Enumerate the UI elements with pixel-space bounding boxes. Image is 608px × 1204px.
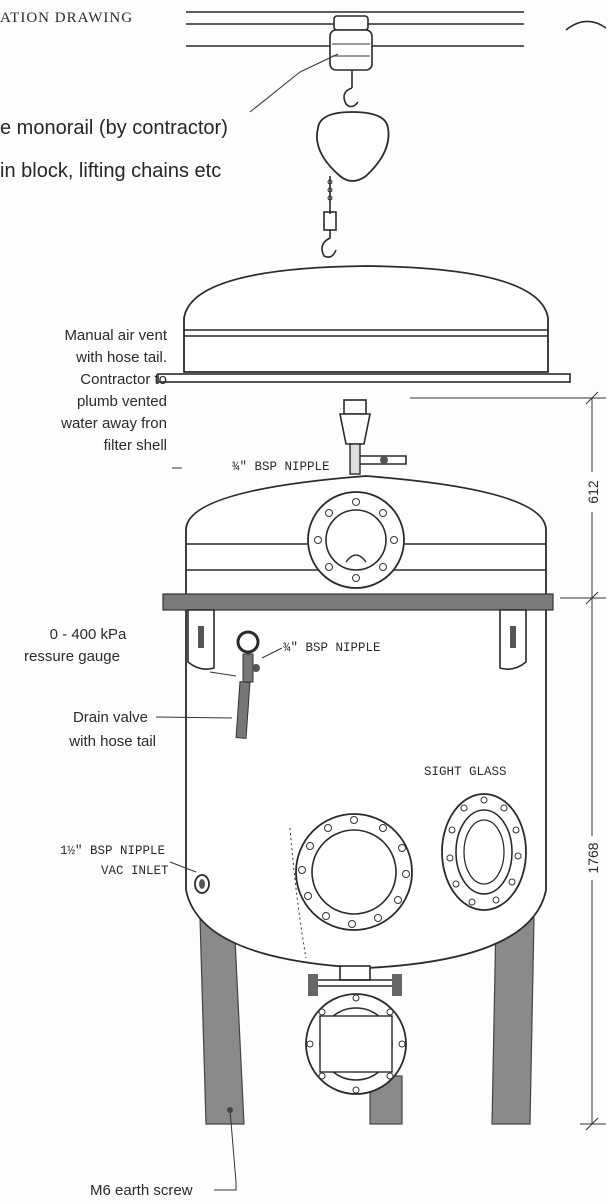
svg-text:Drain valve: Drain valve xyxy=(73,709,148,726)
svg-text:plumb vented: plumb vented xyxy=(77,393,167,410)
chain-block xyxy=(316,111,390,182)
dim-612: 612 xyxy=(585,480,601,504)
svg-text:Manual air vent: Manual air vent xyxy=(64,327,167,344)
svg-text:0 - 400 kPa: 0 - 400 kPa xyxy=(50,626,127,643)
lower-manway xyxy=(295,813,413,931)
svg-text:with hose tail: with hose tail xyxy=(68,733,156,750)
top-nipple-label: ¾" BSP NIPPLE xyxy=(232,460,330,474)
gauge-note: 0 - 400 kPa ressure gauge xyxy=(24,626,127,665)
svg-text:ressure gauge: ressure gauge xyxy=(24,648,120,665)
earth-screw xyxy=(227,1107,233,1113)
svg-text:filter shell: filter shell xyxy=(104,437,167,454)
lifting-chain xyxy=(321,176,337,258)
vac-note: 1½" BSP NIPPLE VAC INLET xyxy=(60,844,169,878)
svg-text:water away fron: water away fron xyxy=(60,415,167,432)
svg-text:Contractor to: Contractor to xyxy=(80,371,167,388)
earth-screw-label: M6 earth screw xyxy=(90,1182,193,1199)
filter-lid xyxy=(157,265,571,383)
sight-glass xyxy=(441,793,527,911)
top-manway xyxy=(307,491,405,589)
support-legs xyxy=(199,917,535,1125)
support-ring xyxy=(162,593,554,670)
corner-mark xyxy=(565,20,607,31)
monorail-note-line2: in block, lifting chains etc xyxy=(0,160,221,182)
air-vent-note: Manual air vent with hose tail. Contract… xyxy=(60,327,168,454)
svg-text:VAC INLET: VAC INLET xyxy=(101,864,169,878)
monorail-note-line1: e monorail (by contractor) xyxy=(0,117,228,139)
dim-1768: 1768 xyxy=(585,842,601,873)
pressure-gauge xyxy=(235,630,260,739)
drawing-title: ATION DRAWING xyxy=(0,10,133,26)
gauge-nipple-label: ¾" BSP NIPPLE xyxy=(283,641,381,655)
leader-monorail xyxy=(299,53,339,73)
svg-text:1½" BSP NIPPLE: 1½" BSP NIPPLE xyxy=(60,844,165,858)
trolley xyxy=(329,15,373,71)
outlet-valve xyxy=(305,965,407,1095)
drain-note: Drain valve with hose tail xyxy=(68,709,156,750)
sight-glass-label: SIGHT GLASS xyxy=(424,765,507,779)
dimension-lines xyxy=(410,391,606,1131)
hook-top xyxy=(343,70,359,108)
svg-text:with hose tail.: with hose tail. xyxy=(75,349,167,366)
air-vent-valve xyxy=(339,399,407,475)
